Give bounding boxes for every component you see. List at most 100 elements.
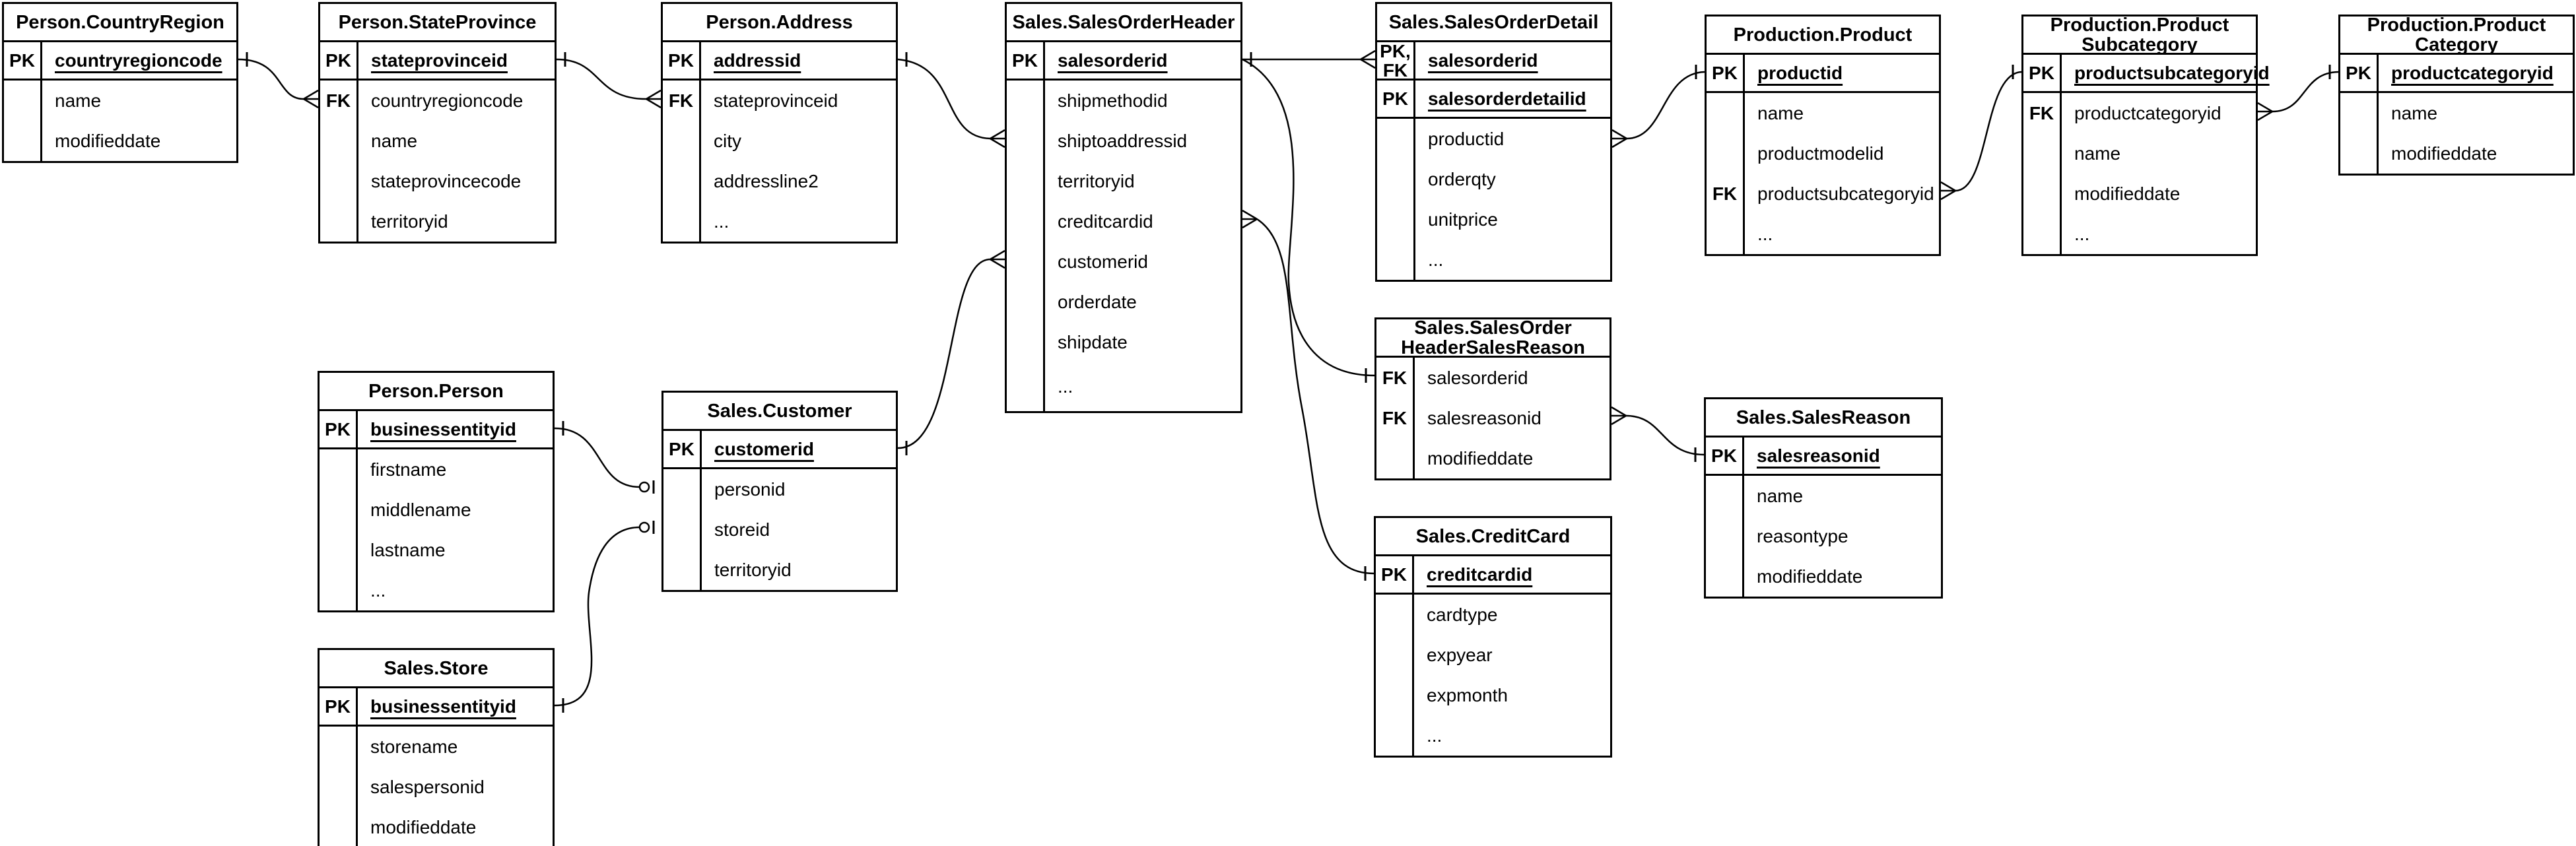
key-label <box>1707 214 1745 254</box>
key-label-line: PK <box>2346 63 2371 83</box>
key-label <box>1377 159 1415 199</box>
relationship-salesorderdetail-product[interactable] <box>1611 65 1705 148</box>
key-label <box>1007 161 1045 201</box>
table-row: ... <box>1707 214 1939 254</box>
key-label <box>1707 93 1745 133</box>
table-row: productmodelid <box>1707 133 1939 174</box>
table-title-line: HeaderSalesReason <box>1401 337 1585 358</box>
key-label <box>663 161 701 201</box>
field-name: firstname <box>370 459 447 480</box>
field-name: addressline2 <box>714 170 819 191</box>
relationship-person-customer[interactable] <box>554 421 655 494</box>
key-label-line: FK <box>1712 183 1738 204</box>
field-name: ... <box>2074 223 2090 244</box>
relationship-address-salesorderheader[interactable] <box>897 52 1005 148</box>
key-label <box>1376 715 1414 756</box>
key-label: FK <box>663 81 701 121</box>
field-name: modifieddate <box>1757 566 1863 587</box>
table-row: stateprovincecode <box>320 161 555 201</box>
table-title-line: Person.Address <box>706 11 853 33</box>
relationship-product-productsubcategory[interactable] <box>1940 65 2022 201</box>
table-title-line: Sales.SalesReason <box>1736 407 1911 428</box>
key-label: PK <box>1376 556 1414 593</box>
field-name: creditcardid <box>1427 564 1533 585</box>
key-label: PK <box>663 42 701 79</box>
relationship-productsubcategory-productcategory[interactable] <box>2257 65 2339 121</box>
field-name: middlename <box>370 499 471 520</box>
table-row: shiptoaddressid <box>1007 121 1240 161</box>
table-row: addressline2 <box>663 161 896 201</box>
field-name: countryregioncode <box>371 90 524 111</box>
field-name: ... <box>714 211 729 232</box>
relationship-salesorderheadersalesreason-salesreason[interactable] <box>1611 406 1705 462</box>
field-name: modifieddate <box>55 130 161 151</box>
key-label-line: PK <box>325 50 351 71</box>
relationship-customer-salesorderheader[interactable] <box>897 249 1005 455</box>
relationship-stateprovince-address[interactable] <box>556 52 661 109</box>
key-label-line: PK <box>669 439 695 459</box>
key-label <box>663 509 702 550</box>
key-label <box>1707 133 1745 174</box>
field-name: storeid <box>714 519 770 540</box>
table-row: territoryid <box>1007 161 1240 201</box>
table-row: PK customerid <box>663 431 896 469</box>
key-label <box>4 81 42 121</box>
key-label <box>320 490 358 530</box>
relationship-countryregion-stateprovince[interactable] <box>238 52 319 109</box>
table-title: Production.Product <box>1707 16 1939 55</box>
field-name: customerid <box>714 438 814 459</box>
table-row: name <box>1706 476 1941 516</box>
field-name: expmonth <box>1427 684 1508 705</box>
key-label <box>1007 201 1045 242</box>
table-row: ... <box>1376 715 1610 756</box>
field-name: orderqty <box>1428 168 1496 189</box>
table-row: name <box>1707 93 1939 133</box>
relationship-salesorderheader-salesorderheadersalesreason[interactable] <box>1242 58 1375 383</box>
field-name: customerid <box>1058 251 1148 272</box>
key-label-line: PK <box>2029 63 2054 83</box>
key-label <box>1706 476 1744 516</box>
key-label-line: FK <box>668 90 694 111</box>
relationship-store-customer[interactable] <box>554 521 655 713</box>
field-name: salesorderid <box>1427 367 1528 388</box>
key-label <box>4 121 42 161</box>
table-row: firstname <box>320 449 553 490</box>
key-label: PK <box>1007 42 1045 79</box>
table-row: customerid <box>1007 242 1240 282</box>
key-label-line: PK <box>1381 564 1407 585</box>
table-title: Person.Address <box>663 4 896 42</box>
relationship-creditcard-salesorderheader[interactable] <box>1242 209 1374 581</box>
key-label <box>1007 81 1045 121</box>
table-title: Sales.CreditCard <box>1376 518 1610 556</box>
table-title-line: Category <box>2415 34 2498 55</box>
relationship-salesorderheader-salesorderdetail[interactable] <box>1242 49 1376 69</box>
key-label: PK <box>1706 438 1744 474</box>
key-label-line: PK <box>325 696 351 717</box>
key-label <box>2023 133 2062 174</box>
key-label-line: FK <box>325 90 351 111</box>
key-label <box>2023 214 2062 254</box>
table-row: territoryid <box>320 201 555 242</box>
key-label: FK <box>1707 174 1745 214</box>
